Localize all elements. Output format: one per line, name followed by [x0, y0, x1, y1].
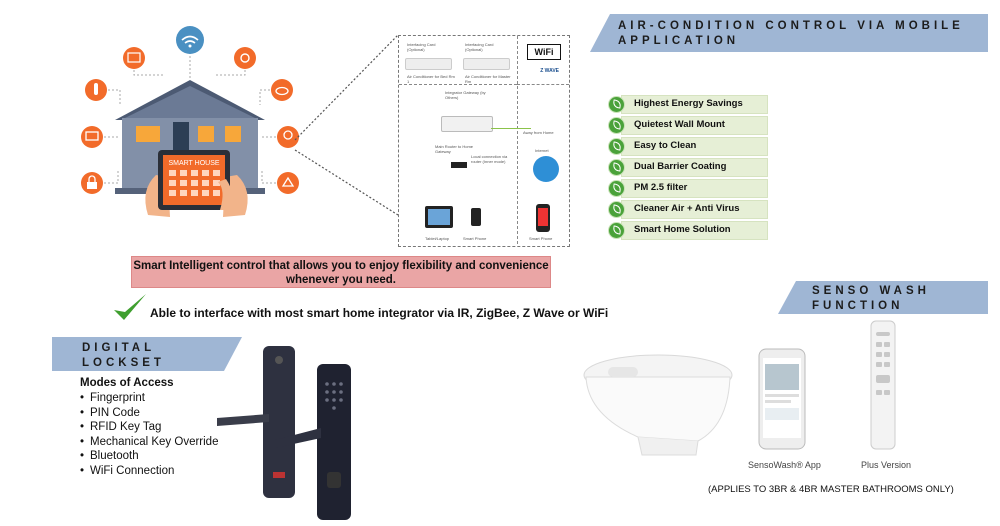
modes-title: Modes of Access — [80, 377, 174, 389]
feature-label: Smart Home Solution — [634, 224, 731, 235]
mode-item: RFID Key Tag — [80, 420, 218, 435]
senso-banner-line2: FUNCTION — [812, 300, 904, 312]
zwave-badge: Z WAVE — [540, 68, 559, 74]
local-label: Local connection via router (Inner mode) — [471, 154, 508, 164]
feature-item: Cleaner Air + Anti Virus — [605, 199, 768, 220]
wifi-badge: WiFi — [527, 44, 561, 60]
feature-item: Quietest Wall Mount — [605, 115, 768, 136]
router-label: Main Router to Home Gateway — [435, 144, 474, 154]
mode-item: Mechanical Key Override — [80, 435, 218, 450]
zoom-connector — [294, 34, 399, 216]
globe-icon — [533, 156, 559, 182]
smart-control-caption: Smart Intelligent control that allows yo… — [131, 256, 551, 288]
lockset-banner: DIGITAL LOCKSET — [52, 337, 242, 371]
feature-label: Easy to Clean — [634, 140, 697, 151]
leaf-icon — [608, 159, 625, 176]
leaf-icon — [608, 201, 625, 218]
feature-label: Cleaner Air + Anti Virus — [634, 203, 740, 214]
feature-item: Easy to Clean — [605, 136, 768, 157]
feature-item: Smart Home Solution — [605, 220, 768, 241]
camera-icon — [234, 47, 256, 69]
feature-item: PM 2.5 filter — [605, 178, 768, 199]
feature-label: Quietest Wall Mount — [634, 119, 725, 130]
interface-text: Able to interface with most smart home i… — [150, 306, 609, 320]
leaf-icon — [608, 117, 625, 134]
feature-label: Highest Energy Savings — [634, 98, 743, 109]
aircon-banner: AIR-CONDITION CONTROL VIA MOBILE APPLICA… — [590, 14, 988, 52]
caption-line2: whenever you need. — [286, 274, 396, 286]
modes-list: Fingerprint PIN Code RFID Key Tag Mechan… — [80, 391, 218, 478]
leaf-icon — [608, 222, 625, 239]
lockset-banner-line1: DIGITAL — [82, 342, 156, 354]
toilet-image — [583, 354, 733, 456]
aircon-feature-list: Highest Energy Savings Quietest Wall Mou… — [605, 94, 768, 241]
ac-unit-1 — [405, 58, 452, 70]
smartphone-app-image — [758, 348, 806, 450]
wifi-icon — [176, 26, 204, 54]
feature-item: Highest Energy Savings — [605, 94, 768, 115]
ac2-label: Air Conditioner for Master Rm — [465, 74, 511, 84]
digital-lock-image — [217, 346, 351, 520]
feature-item: Dual Barrier Coating — [605, 157, 768, 178]
senso-wash-banner: SENSO WASH FUNCTION — [778, 281, 988, 314]
senso-app-caption: SensoWash® App — [748, 460, 821, 470]
cloud-icon — [271, 79, 293, 101]
tablet-label-small: Tablet/Laptop — [425, 236, 450, 241]
ac-unit-2 — [463, 58, 510, 70]
ac1-label: Air Conditioner for Bed Rm 1 — [407, 74, 455, 84]
smart-house-illustration: SMART HOUSE — [81, 26, 299, 217]
phone-device — [471, 208, 481, 226]
plus-version-caption: Plus Version — [861, 460, 912, 470]
lockset-banner-line2: LOCKSET — [82, 357, 165, 369]
leaf-icon — [608, 180, 625, 197]
aircon-banner-line1: AIR-CONDITION CONTROL VIA MOBILE — [618, 20, 964, 32]
card1-label: Interfacing Card (Optional) — [407, 42, 436, 52]
router-icon — [451, 162, 467, 168]
leaf-icon — [608, 138, 625, 155]
mode-item: PIN Code — [80, 406, 218, 421]
solar-panel-icon — [123, 47, 145, 69]
tablet-label: SMART HOUSE — [168, 160, 219, 167]
gateway-device — [441, 116, 493, 132]
remote-control-image — [870, 320, 896, 450]
internet-label: Internet — [535, 148, 549, 153]
card2-label: Interfacing Card (Optional) — [465, 42, 494, 52]
mode-item: Fingerprint — [80, 391, 218, 406]
senso-banner-line1: SENSO WASH — [812, 285, 930, 297]
lightbulb-icon — [277, 126, 299, 148]
feature-label: PM 2.5 filter — [634, 182, 688, 193]
applies-note: (APPLIES TO 3BR & 4BR MASTER BATHROOMS O… — [708, 484, 954, 495]
aircon-banner-line2: APPLICATION — [618, 35, 740, 47]
gateway-label: Integrator Gateway (by Others) — [445, 90, 486, 100]
mode-item: Bluetooth — [80, 449, 218, 464]
integration-diagram: Interfacing Card (Optional) Interfacing … — [398, 35, 570, 247]
away-label: Away from Home — [523, 130, 554, 135]
phone-label-small: Smart Phone — [463, 236, 487, 241]
feature-label: Dual Barrier Coating — [634, 161, 727, 172]
leaf-icon — [608, 96, 625, 113]
caption-line1: Smart Intelligent control that allows yo… — [133, 260, 549, 272]
monitor-icon — [81, 126, 103, 148]
mode-item: WiFi Connection — [80, 464, 218, 479]
checkmark-icon — [114, 294, 146, 320]
recycle-icon — [277, 172, 299, 194]
phone2-label: Smart Phone — [529, 236, 553, 241]
